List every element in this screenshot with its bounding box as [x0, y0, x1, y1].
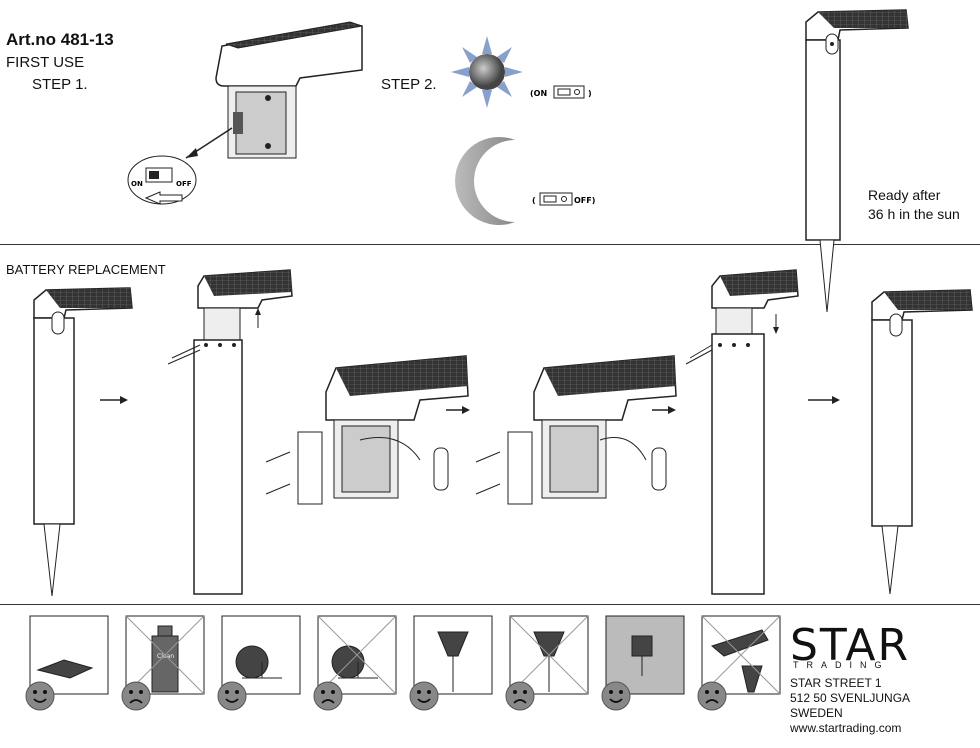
trading-label: TRADING [793, 660, 890, 670]
lamp-close-5 [685, 269, 799, 595]
battery-replacement-title: BATTERY REPLACEMENT [6, 262, 166, 277]
ready-lamp [805, 9, 909, 313]
wipe-cloth-icon [25, 615, 109, 711]
address-line-2: 512 50 SVENLJUNGA [790, 691, 911, 705]
step1-arrow-head [186, 148, 198, 158]
ready-text: Ready after 36 h in the sun [868, 186, 960, 224]
arrow-2-head [462, 406, 470, 414]
cleaner-label: Clean [157, 653, 174, 660]
address-line-3: SWEDEN [790, 706, 843, 720]
divider-bottom [0, 604, 980, 605]
lamp-head-open-3 [265, 355, 469, 505]
lamp-head-open-4 [475, 355, 677, 505]
first-use-title: FIRST USE [6, 54, 85, 71]
lamp-assembled-6 [871, 289, 973, 595]
care-icons: Clean [25, 615, 781, 711]
insert-spike-force-icon [505, 615, 589, 711]
lamp-open-2 [167, 269, 293, 595]
insert-spike-hand-icon [409, 615, 493, 711]
sun-exposure-icon [217, 615, 301, 711]
step1-lamp-head [215, 21, 363, 159]
sun-exposure-crossed-icon [313, 615, 397, 711]
svg-text:): ) [588, 89, 592, 98]
svg-text:(: ( [532, 196, 536, 205]
svg-text:(ON: (ON [530, 89, 547, 98]
switch-on-indicator: (ON ) [530, 85, 592, 99]
address-line-1: STAR STREET 1 [790, 676, 882, 690]
arrow-3-head [668, 406, 676, 414]
switch-off-label: OFF [176, 180, 192, 188]
switch-closeup: ON OFF [127, 155, 197, 205]
switch-off-indicator: ( OFF) [532, 192, 595, 206]
ready-line-1: Ready after [868, 187, 941, 203]
svg-text:OFF): OFF) [574, 196, 595, 205]
sun-icon [451, 36, 523, 108]
moon-icon [455, 137, 515, 226]
hammer-icon [697, 615, 781, 711]
step-2-label: STEP 2. [381, 76, 437, 93]
article-number: Art.no 481-13 [6, 30, 114, 49]
step-1-label: STEP 1. [32, 76, 88, 93]
frozen-ground-icon [601, 615, 685, 711]
arrow-1-head [120, 396, 128, 404]
address-line-4: www.startrading.com [790, 721, 902, 735]
arrow-4-head [832, 396, 840, 404]
ready-line-2: 36 h in the sun [868, 206, 960, 222]
switch-on-label: ON [131, 180, 143, 188]
lamp-assembled-1 [33, 287, 133, 597]
star-logo: STAR [790, 620, 911, 671]
divider-top [0, 244, 980, 245]
company-address: STAR STREET 1 512 50 SVENLJUNGA SWEDEN w… [790, 676, 910, 736]
cleaner-bottle-icon: Clean [121, 615, 205, 711]
